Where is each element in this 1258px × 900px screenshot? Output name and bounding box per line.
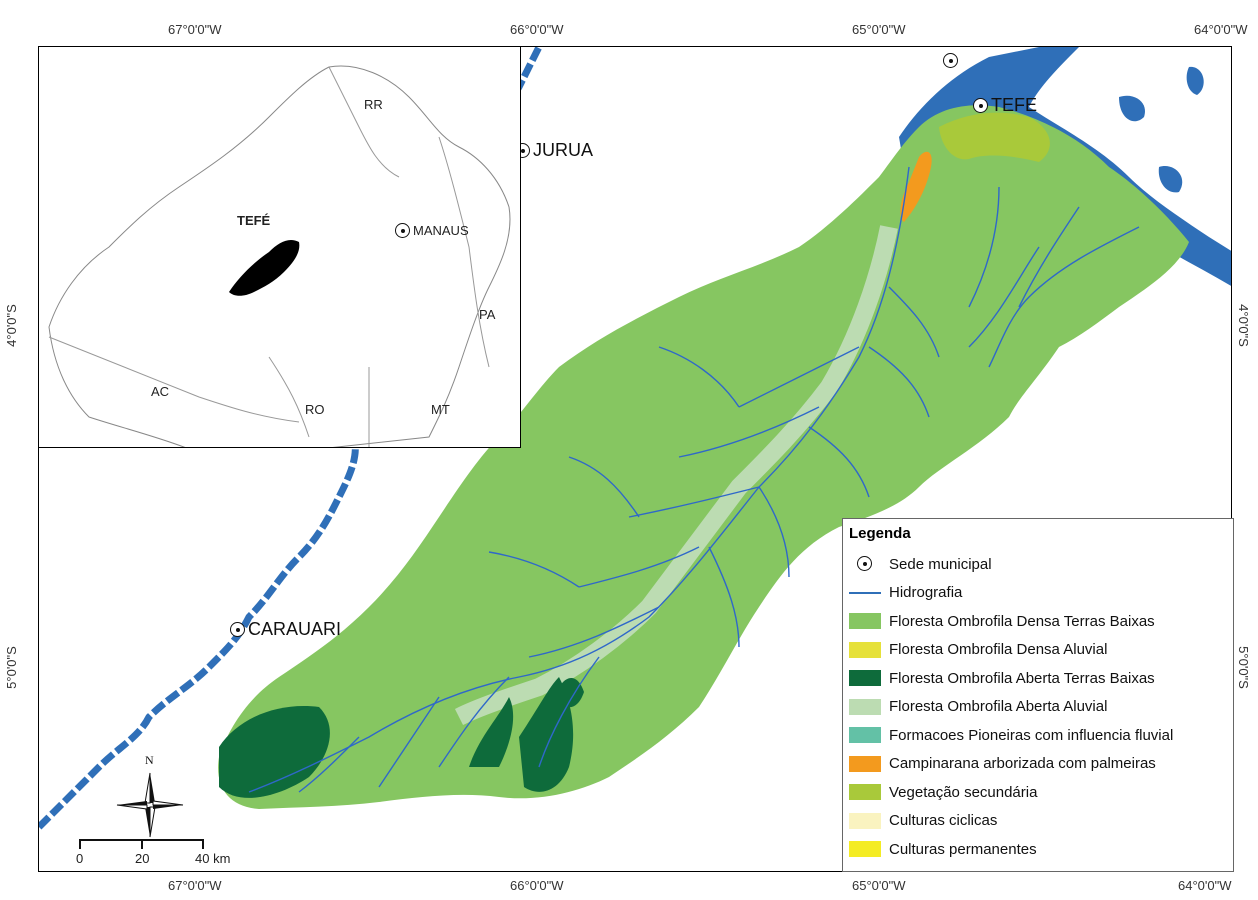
place-label-tefe[interactable]: TEFE: [991, 95, 1038, 115]
hydrography-lines: [248, 166, 1140, 793]
inset-state-ro: RO: [305, 402, 325, 417]
dark-forest-1: [219, 706, 330, 798]
scale-bar: 0 20 40 km: [76, 837, 230, 866]
scale-tick-20: 20: [135, 851, 150, 866]
legend-swatch: [849, 784, 881, 800]
lake-1: [1119, 95, 1145, 122]
legend-label: Floresta Ombrofila Densa Terras Baixas: [889, 612, 1155, 630]
lat-label-right-2: 5°0'0"S: [1235, 646, 1251, 689]
seat-icon: [849, 556, 881, 572]
legend-item: Sede municipal: [849, 553, 992, 575]
inset-manaus-label: MANAUS: [413, 223, 469, 238]
legend-item: Floresta Ombrofila Aberta Aluvial: [849, 696, 1107, 718]
legend-label: Formacoes Pioneiras com influencia fluvi…: [889, 726, 1174, 744]
legend-item: Hidrografia: [849, 582, 962, 604]
lat-label-right-1: 4°0'0"S: [1235, 304, 1251, 347]
legend-item: Vegetação secundária: [849, 781, 1037, 803]
legend-label: Sede municipal: [889, 555, 992, 573]
tefe-municipality: [218, 105, 1189, 810]
lake-2: [1158, 166, 1183, 193]
alluvial-band: [454, 225, 898, 726]
legend-label: Floresta Ombrofila Aberta Aluvial: [889, 698, 1108, 715]
legend-swatch: [849, 755, 881, 772]
inset-state-pa: PA: [479, 307, 496, 322]
lon-label-bottom-2: 66°0'0"W: [510, 878, 564, 893]
inset-canvas: [48, 65, 511, 447]
legend-item: Formacoes Pioneiras com influencia fluvi…: [849, 724, 1173, 746]
inset-state-rr: RR: [364, 97, 383, 112]
lon-label-top-2: 66°0'0"W: [510, 22, 564, 37]
legend-swatch: [849, 841, 881, 857]
tefe-in-inset: [229, 240, 300, 296]
seat-icon-manaus: [395, 223, 410, 238]
north-arrow-label: N: [145, 753, 154, 767]
inset-state-mt: MT: [431, 402, 450, 417]
legend-item: Culturas permanentes: [849, 838, 1037, 860]
lat-label-left-1: 4°0'0"S: [3, 304, 19, 347]
legend-swatch: [849, 727, 881, 743]
dark-forest-3: [519, 677, 574, 792]
legend-label: Culturas ciclicas: [889, 812, 998, 829]
legend-title: Legenda: [849, 525, 911, 542]
legend-label: Campinarana arborizada com palmeiras: [889, 755, 1156, 772]
legend-swatch: [849, 812, 881, 829]
dark-forest-4: [559, 677, 584, 708]
north-arrow: [116, 772, 184, 838]
legend-swatch: [849, 641, 881, 658]
legend-label: Hidrografia: [889, 584, 963, 601]
campinarana: [900, 151, 932, 222]
place-label-jurua[interactable]: JURUA: [533, 140, 594, 160]
legend-item: Floresta Ombrofila Densa Terras Baixas: [849, 610, 1155, 632]
inset-map[interactable]: RR PA AC RO MT TEFÉ MANAUS: [38, 46, 521, 448]
lon-label-bottom-4: 64°0'0"W: [1178, 878, 1232, 893]
legend-item: Floresta Ombrofila Densa Aluvial: [849, 639, 1107, 661]
lake-3: [1186, 66, 1204, 95]
lon-label-bottom-3: 65°0'0"W: [852, 878, 906, 893]
legend-item: Floresta Ombrofila Aberta Terras Baixas: [849, 667, 1155, 689]
legend-swatch: [849, 698, 881, 715]
legend-label: Floresta Ombrofila Densa Aluvial: [889, 641, 1108, 658]
seat-icon-tefe[interactable]: [973, 98, 988, 113]
dark-forest-2: [469, 697, 514, 767]
legend-line-swatch: [849, 591, 881, 594]
secondary-vegetation: [939, 112, 1050, 162]
lon-label-bottom-1: 67°0'0"W: [168, 878, 222, 893]
inset-tefe-label: TEFÉ: [237, 213, 271, 228]
lat-label-left-2: 5°0'0"S: [3, 646, 19, 689]
legend-label: Floresta Ombrofila Aberta Terras Baixas: [889, 669, 1155, 687]
legend-swatch: [849, 613, 881, 629]
scale-tick-0: 0: [76, 851, 84, 866]
lon-label-top-3: 65°0'0"W: [852, 22, 906, 37]
inset-state-ac: AC: [151, 384, 170, 399]
place-label-carauari[interactable]: CARAUARI: [248, 619, 342, 639]
legend-label: Culturas permanentes: [889, 840, 1037, 858]
legend-item: Campinarana arborizada com palmeiras: [849, 753, 1156, 775]
lon-label-top-1: 67°0'0"W: [168, 22, 222, 37]
legend-label: Vegetação secundária: [889, 783, 1038, 801]
lon-label-top-4: 64°0'0"W: [1194, 22, 1248, 37]
seat-icon-carauari[interactable]: [230, 622, 245, 637]
scale-tick-40: 40 km: [195, 851, 231, 866]
legend-item: Culturas ciclicas: [849, 810, 997, 832]
seat-icon-top: [943, 53, 958, 68]
legend-swatch: [849, 670, 881, 686]
